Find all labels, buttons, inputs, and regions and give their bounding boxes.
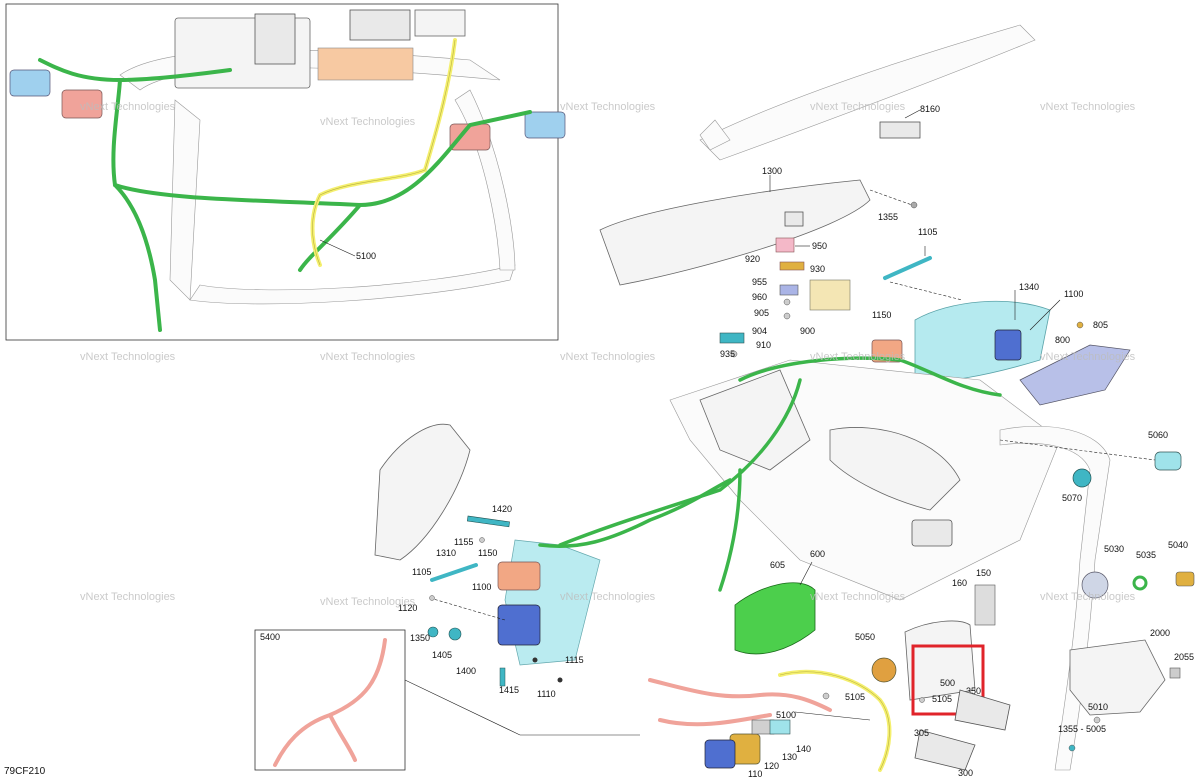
watermark: vNext Technologies	[80, 101, 176, 113]
callout-110: 110	[748, 769, 762, 778]
inset-detail-harness-top: 5100	[5, 3, 566, 341]
callout-1420: 1420	[492, 504, 512, 514]
callout-1340: 1340	[1019, 282, 1039, 292]
watermark: vNext Technologies	[320, 116, 416, 128]
callout-1405: 1405	[432, 650, 452, 660]
callout-5030: 5030	[1104, 544, 1124, 554]
callout-1355: 1355	[878, 212, 898, 222]
callout-1415: 1415	[499, 685, 519, 695]
callout-1350: 1350	[410, 633, 430, 643]
callout-8160: 8160	[920, 104, 940, 114]
watermark: vNext Technologies	[1040, 591, 1136, 603]
callout-5100-bottom: 5100	[776, 710, 796, 720]
callout-600: 600	[810, 549, 825, 559]
callout-5035: 5035	[1136, 550, 1156, 560]
callout-1100-top: 1100	[1064, 289, 1083, 299]
callout-1100-left: 1100	[472, 582, 491, 592]
watermark: vNext Technologies	[810, 591, 906, 603]
callout-5105-right: 5105	[932, 694, 952, 704]
callout-955: 955	[752, 277, 767, 287]
callout-950: 950	[812, 241, 827, 251]
watermark: vNext Technologies	[1040, 351, 1136, 363]
callout-960: 960	[752, 292, 767, 302]
callout-140: 140	[796, 744, 811, 754]
central-chassis	[558, 356, 1061, 601]
callout-1105-left: 1105	[412, 567, 431, 577]
callout-5400: 5400	[260, 632, 280, 642]
callout-800: 800	[1055, 335, 1070, 345]
inset-detail-5400: 5400	[254, 629, 640, 771]
callout-1155: 1155	[454, 537, 473, 547]
watermark: vNext Technologies	[560, 101, 656, 113]
callout-805: 805	[1093, 320, 1108, 330]
callout-930: 930	[810, 264, 825, 274]
watermark: vNext Technologies	[560, 591, 656, 603]
callout-5100-inset: 5100	[356, 251, 376, 261]
highlight-box-500	[911, 644, 985, 716]
watermark: vNext Technologies	[810, 101, 906, 113]
callout-920: 920	[745, 254, 760, 264]
callout-605: 605	[770, 560, 785, 570]
callout-5040: 5040	[1168, 540, 1188, 550]
watermark: vNext Technologies	[80, 591, 176, 603]
callout-905: 905	[754, 308, 769, 318]
callout-1105-top: 1105	[918, 227, 937, 237]
watermark: vNext Technologies	[810, 351, 906, 363]
callout-910: 910	[756, 340, 771, 350]
right-side-components: 5060 5070 5030 5035 5040 160 150 2000 20…	[952, 425, 1195, 771]
callout-500: 500	[940, 678, 955, 688]
callout-5010: 5010	[1088, 702, 1108, 712]
upper-right-assembly: 8160 1300 1355 950 920 930 955 960 905 9…	[599, 24, 1131, 406]
watermark: vNext Technologies	[320, 596, 416, 608]
bottom-center-components: 600 605 5050 500 5105 350 300 305 5105 5…	[648, 549, 1011, 778]
callout-2055: 2055	[1174, 652, 1194, 662]
watermark: vNext Technologies	[560, 351, 656, 363]
callout-1400: 1400	[456, 666, 476, 676]
callout-350: 350	[966, 686, 981, 696]
figure-code: 79CF210	[4, 766, 46, 777]
callout-1150-left: 1150	[478, 548, 497, 558]
callout-305: 305	[914, 728, 929, 738]
callout-1110: 1110	[537, 689, 556, 699]
callout-5050: 5050	[855, 632, 875, 642]
callout-1115: 1115	[565, 655, 584, 665]
callout-5060: 5060	[1148, 430, 1168, 440]
callout-1310: 1310	[436, 548, 456, 558]
callout-150: 150	[976, 568, 991, 578]
callout-2000: 2000	[1150, 628, 1170, 638]
callout-1355-5005: 1355 - 5005	[1058, 724, 1106, 734]
watermark: vNext Technologies	[80, 351, 176, 363]
callout-5105-left: 5105	[845, 692, 865, 702]
callout-300: 300	[958, 768, 973, 778]
callout-120: 120	[764, 761, 779, 771]
callout-1150-top: 1150	[872, 310, 891, 320]
left-center-components: 1310 1420 1155 1150 1100 1105 1120 1350 …	[374, 423, 732, 699]
callout-935: 935	[720, 349, 735, 359]
watermark: vNext Technologies	[1040, 101, 1136, 113]
watermarks: vNext Technologies vNext Technologies vN…	[80, 101, 1136, 608]
callout-130: 130	[782, 752, 797, 762]
callout-900: 900	[800, 326, 815, 336]
watermark: vNext Technologies	[320, 351, 416, 363]
callout-160: 160	[952, 578, 967, 588]
callout-5070: 5070	[1062, 493, 1082, 503]
callout-904: 904	[752, 326, 767, 336]
callout-1120: 1120	[398, 603, 417, 613]
callout-1300: 1300	[762, 166, 782, 176]
